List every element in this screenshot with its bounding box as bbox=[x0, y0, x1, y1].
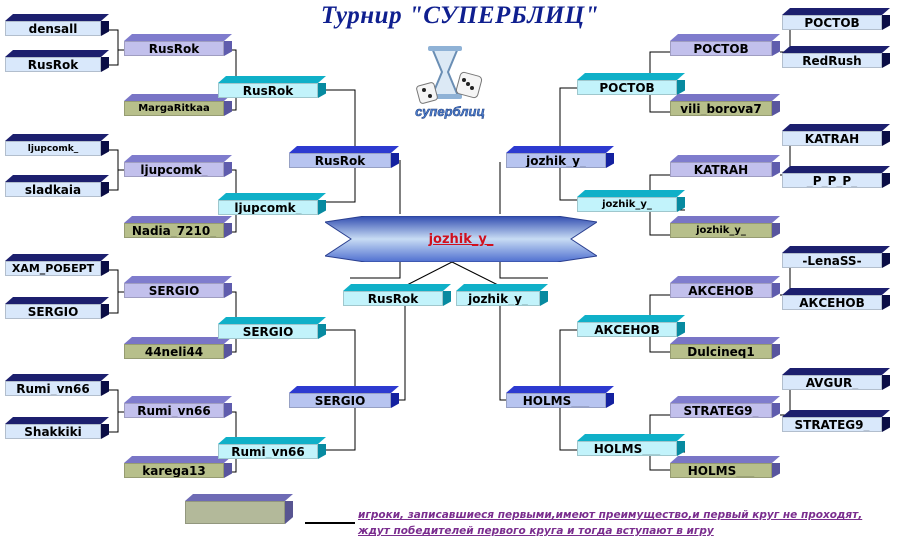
player-slot: AVGUR_ bbox=[782, 368, 890, 390]
winner-banner: jozhik_y_ bbox=[323, 215, 599, 263]
player-slot: Dulcineq1 bbox=[670, 337, 780, 359]
player-slot: HOLMS___ bbox=[577, 434, 685, 456]
player-slot: Rumi_vn66 bbox=[218, 437, 326, 459]
player-slot: RusRok bbox=[5, 50, 109, 72]
player-slot: SERGIO bbox=[5, 297, 109, 319]
player-slot: ljupcomk_ bbox=[5, 134, 109, 156]
player-slot: 44neli44 bbox=[124, 337, 232, 359]
player-slot: АКСЕНОВ bbox=[670, 276, 780, 298]
player-slot: jozhik_y_ bbox=[577, 190, 685, 212]
player-slot: SERGIO bbox=[124, 276, 232, 298]
player-slot: RusRok bbox=[124, 34, 232, 56]
player-slot: HOLMS___ bbox=[670, 456, 780, 478]
player-slot: jozhik_y_ bbox=[670, 216, 780, 238]
player-slot: Rumi_vn66 bbox=[5, 374, 109, 396]
player-slot: -LenaSS- bbox=[782, 246, 890, 268]
player-slot: ljupcomk_ bbox=[218, 193, 326, 215]
page-title: Турнир "СУПЕРБЛИЦ" bbox=[320, 2, 600, 29]
player-slot: vili_borova7 bbox=[670, 94, 780, 116]
player-slot: РОСТОВ bbox=[782, 8, 890, 30]
player-slot: KATRAH bbox=[782, 124, 890, 146]
player-slot: ХАМ_РОБЕРТ bbox=[5, 254, 109, 276]
winner-name: jozhik_y_ bbox=[428, 232, 494, 247]
finalist-left: RusRok bbox=[343, 284, 451, 306]
player-slot: HOLMS___ bbox=[506, 386, 614, 408]
player-slot: KATRAH bbox=[670, 155, 780, 177]
legend-line bbox=[305, 522, 355, 524]
player-slot: karega13 bbox=[124, 456, 232, 478]
player-slot: Rumi_vn66 bbox=[124, 396, 232, 418]
logo-text: суперблиц bbox=[415, 104, 485, 119]
legend-empty-slot bbox=[185, 494, 293, 524]
superblitz-logo: суперблиц bbox=[415, 46, 485, 119]
rules-note: игроки, записавшиеся первыми,имеют преим… bbox=[358, 509, 863, 537]
player-slot: MargaRitkaa bbox=[124, 94, 232, 116]
player-slot: densall bbox=[5, 14, 109, 36]
player-slot: Nadia_7210_ bbox=[124, 216, 232, 238]
player-slot: jozhik_y_ bbox=[506, 146, 614, 168]
player-slot: АКСЕНОВ bbox=[782, 288, 890, 310]
player-slot: _P_P_P_ bbox=[782, 166, 890, 188]
player-slot: Shakkiki bbox=[5, 417, 109, 439]
player-slot: STRATEG9_ bbox=[670, 396, 780, 418]
player-slot: РОСТОВ bbox=[670, 34, 780, 56]
player-slot: RedRush bbox=[782, 46, 890, 68]
player-slot: РОСТОВ bbox=[577, 73, 685, 95]
player-slot: RusRok bbox=[218, 76, 326, 98]
player-slot: АКСЕНОВ bbox=[577, 315, 685, 337]
finalist-right: jozhik_y_ bbox=[456, 284, 548, 306]
player-slot: SERGIO bbox=[218, 317, 326, 339]
player-slot: sladkaia bbox=[5, 175, 109, 197]
player-slot: ljupcomk_ bbox=[124, 155, 232, 177]
player-slot: RusRok bbox=[289, 146, 399, 168]
player-slot: SERGIO bbox=[289, 386, 399, 408]
player-slot: STRATEG9_ bbox=[782, 410, 890, 432]
